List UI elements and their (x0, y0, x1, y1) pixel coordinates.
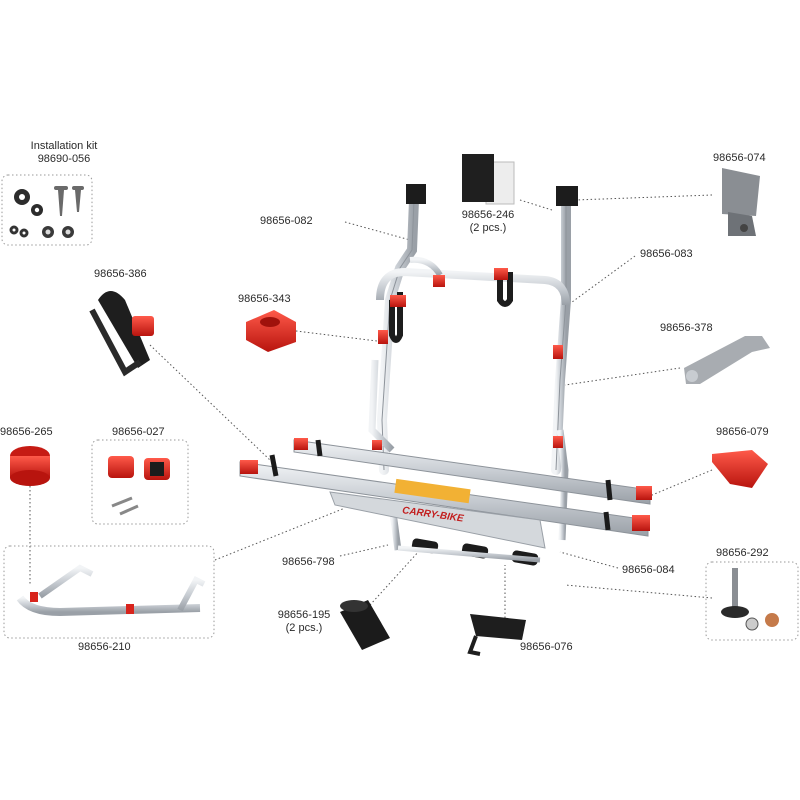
leader-082 (344, 221, 411, 241)
installation-kit-label: Installation kit 98690-056 (31, 140, 98, 166)
part-246-qty: (2 pcs.) (469, 222, 507, 234)
leader-386 (149, 344, 271, 461)
part-label-386: 98656-386 (94, 268, 147, 280)
part-label-082: 98656-082 (260, 215, 313, 227)
box-292 (705, 561, 799, 641)
brand-label (394, 478, 471, 504)
part-label-378: 98656-378 (660, 322, 713, 334)
leader-lines (29, 194, 713, 638)
part-265-red-cap (10, 446, 50, 486)
part-386-strap (89, 291, 154, 377)
top-frame (376, 267, 570, 306)
part-195-qty: (2 pcs.) (285, 622, 323, 634)
frame-strap-right (497, 268, 513, 307)
installation-kit-title: Installation kit (30, 140, 98, 152)
part-label-265: 98656-265 (0, 426, 53, 438)
installation-kit-code: 98690-056 (37, 153, 91, 165)
leader-798 (339, 544, 389, 557)
part-074-bracket (722, 168, 760, 236)
part-label-074: 98656-074 (713, 152, 766, 164)
part-246-rubber-pad (462, 154, 515, 205)
part-378-grey-bracket (684, 336, 770, 384)
leader-210 (214, 507, 346, 561)
part-246-code: 98656-246 (461, 209, 515, 221)
part-343-red-block (246, 310, 296, 352)
part-label-292: 98656-292 (716, 547, 769, 559)
installation-kit-box (1, 174, 93, 246)
part-027-fittings (108, 456, 170, 516)
center-plate (329, 491, 546, 549)
part-label-076: 98656-076 (520, 641, 573, 653)
chain-icon (9, 225, 29, 238)
part-292-bolt (721, 568, 779, 631)
part-079-red-holder (712, 450, 768, 488)
box-027 (91, 439, 189, 525)
leader-195 (369, 549, 421, 606)
part-label-027: 98656-027 (112, 426, 165, 438)
top-hook-right (556, 186, 578, 206)
part-label-343: 98656-343 (238, 293, 291, 305)
part-label-079: 98656-079 (716, 426, 769, 438)
leader-292 (564, 584, 713, 599)
part-label-084: 98656-084 (622, 564, 675, 576)
part-label-210: 98656-210 (78, 641, 131, 653)
leader-079 (644, 469, 713, 499)
part-label-195: 98656-195 (2 pcs.) (278, 609, 331, 635)
part-195-sleeve (340, 600, 390, 650)
part-label-798: 98656-798 (282, 556, 335, 568)
part-195-code: 98656-195 (277, 609, 331, 621)
leader-343 (287, 329, 386, 343)
part-210-wheel-rail (16, 564, 206, 617)
part-label-246: 98656-246 (2 pcs.) (462, 209, 515, 235)
leader-083 (567, 255, 636, 306)
part-label-083: 98656-083 (640, 248, 693, 260)
part-076-clip (467, 614, 526, 656)
frame-strap-left (389, 292, 403, 343)
leader-246 (519, 199, 553, 211)
screw-icon (54, 186, 84, 216)
gear-icon (14, 189, 43, 216)
bike-rack-assembly: CARRY-BIKE (239, 184, 652, 566)
top-hook-left (406, 184, 426, 204)
leader-074 (574, 194, 713, 201)
nut-icon (42, 226, 74, 238)
leader-378 (564, 367, 681, 386)
leader-084 (559, 551, 619, 569)
